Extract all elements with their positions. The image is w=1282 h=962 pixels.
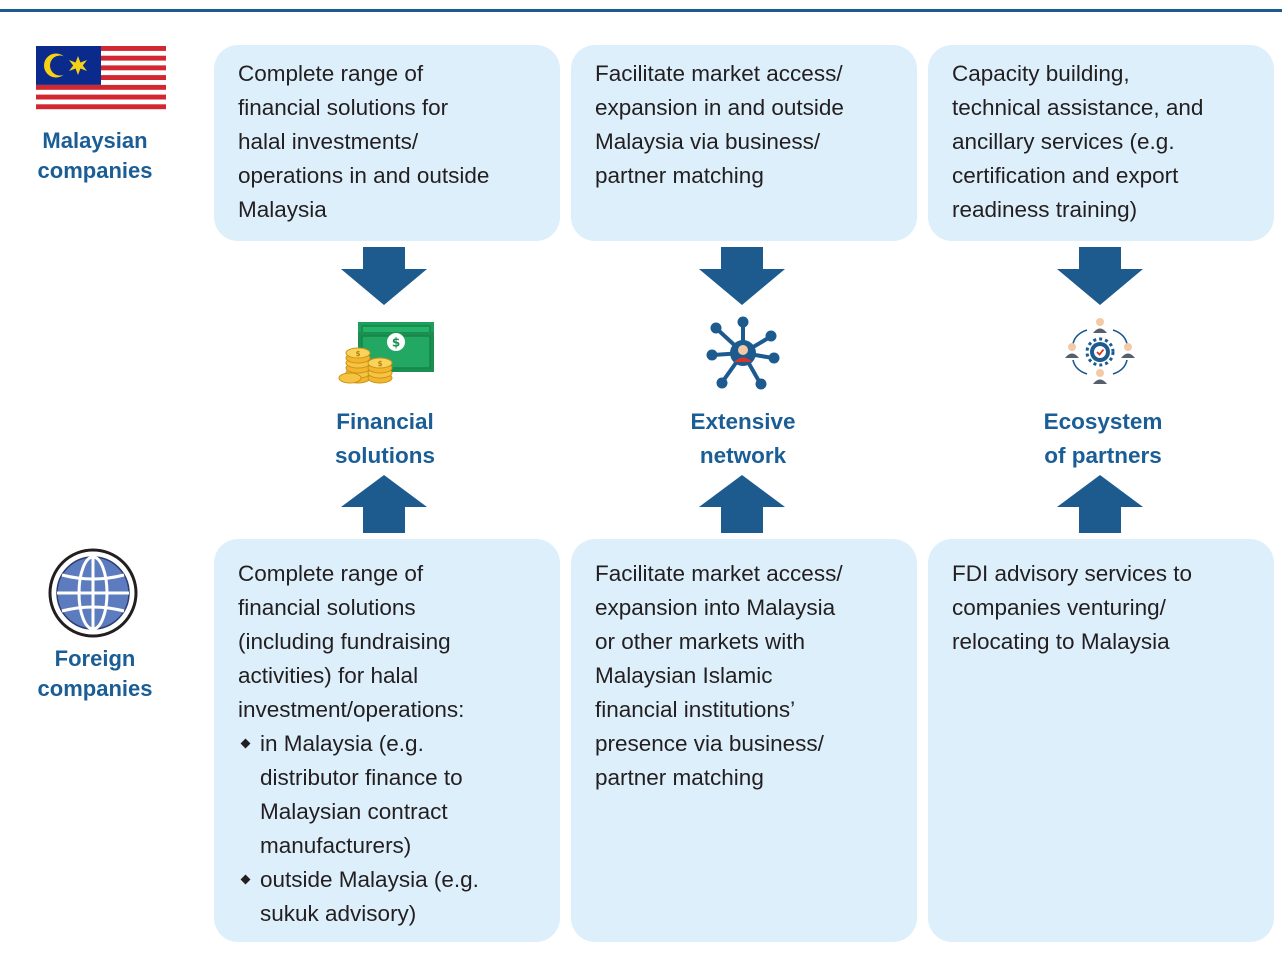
network-icon [706, 316, 780, 390]
box-line: financial institutions’ [595, 697, 796, 722]
svg-text:$: $ [378, 360, 383, 368]
box-line: Capacity building, [952, 61, 1130, 86]
foreign-label-line1: Foreign [54, 646, 136, 671]
box-line: readiness training) [952, 197, 1138, 222]
malaysian-box-ecosystem: Capacity building, technical assistance,… [928, 45, 1274, 241]
bullet-item-in-malaysia: in Malaysia (e.g. distributor finance to… [238, 727, 544, 863]
box-line: FDI advisory services to [952, 561, 1193, 586]
foreign-box-network: Facilitate market access/ expansion into… [571, 539, 917, 942]
malaysian-companies-label: Malaysian companies [0, 126, 190, 186]
box-line: activities) for halal [238, 663, 419, 688]
foreign-label-line2: companies [37, 676, 153, 701]
arrow-down-icon [341, 247, 427, 305]
arrow-up-icon [699, 475, 785, 533]
box-line: Facilitate market access/ [595, 61, 843, 86]
box-line: relocating to Malaysia [952, 629, 1170, 654]
bullet-line: Malaysian contract [260, 799, 448, 824]
pillar-title-extensive-network: Extensive network [623, 405, 863, 473]
pillar-title-line1: Extensive [690, 409, 796, 434]
bullet-line: sukuk advisory) [260, 901, 417, 926]
arrow-down-icon [1057, 247, 1143, 305]
box-line: technical assistance, and [952, 95, 1204, 120]
partners-cycle-icon [1065, 318, 1135, 384]
box-line: Malaysia [238, 197, 327, 222]
foreign-box-financial: Complete range of financial solutions (i… [214, 539, 560, 942]
box-line: expansion into Malaysia [595, 595, 836, 620]
pillar-title-ecosystem-of-partners: Ecosystem of partners [983, 405, 1223, 473]
bullet-list: in Malaysia (e.g. distributor finance to… [238, 727, 544, 931]
svg-text:$: $ [392, 336, 400, 350]
arrow-down-icon [699, 247, 785, 305]
globe-icon [48, 548, 138, 638]
box-line: expansion in and outside [595, 95, 844, 120]
foreign-companies-label: Foreign companies [0, 644, 190, 704]
box-line: or other markets with [595, 629, 806, 654]
foreign-box-ecosystem: FDI advisory services to companies ventu… [928, 539, 1274, 942]
box-line: certification and export [952, 163, 1179, 188]
arrow-up-icon [1057, 475, 1143, 533]
box-line: halal investments/ [238, 129, 419, 154]
box-line: Complete range of [238, 61, 424, 86]
pillar-title-line1: Financial [336, 409, 434, 434]
malaysian-box-network: Facilitate market access/ expansion in a… [571, 45, 917, 241]
box-line: ancillary services (e.g. [952, 129, 1175, 154]
malaysia-flag-icon [36, 46, 166, 114]
pillar-title-line2: network [699, 443, 787, 468]
malaysian-label-line2: companies [37, 158, 153, 183]
pillar-title-line2: of partners [1044, 443, 1162, 468]
box-line: financial solutions [238, 595, 416, 620]
box-line: presence via business/ [595, 731, 824, 756]
bullet-line: manufacturers) [260, 833, 412, 858]
pillar-title-financial-solutions: Financial solutions [265, 405, 505, 473]
money-coins-icon: $ $ $ [338, 322, 434, 384]
bullet-line: outside Malaysia (e.g. [260, 867, 479, 892]
svg-text:$: $ [356, 350, 361, 358]
bullet-item-outside-malaysia: outside Malaysia (e.g. sukuk advisory) [238, 863, 544, 931]
box-line: Malaysia via business/ [595, 129, 821, 154]
malaysian-label-line1: Malaysian [42, 128, 148, 153]
box-line: Malaysian Islamic [595, 663, 773, 688]
bullet-line: in Malaysia (e.g. [260, 731, 424, 756]
pillar-title-line1: Ecosystem [1043, 409, 1163, 434]
bullet-line: distributor finance to [260, 765, 463, 790]
box-line: partner matching [595, 163, 764, 188]
box-line: Facilitate market access/ [595, 561, 843, 586]
box-line: operations in and outside [238, 163, 490, 188]
box-line: (including fundraising [238, 629, 451, 654]
box-line: financial solutions for [238, 95, 449, 120]
box-line: Complete range of [238, 561, 424, 586]
malaysian-box-financial: Complete range of financial solutions fo… [214, 45, 560, 241]
box-line: investment/operations: [238, 697, 465, 722]
pillar-title-line2: solutions [335, 443, 435, 468]
box-line: partner matching [595, 765, 764, 790]
arrow-up-icon [341, 475, 427, 533]
top-rule [0, 9, 1282, 12]
box-line: companies venturing/ [952, 595, 1166, 620]
